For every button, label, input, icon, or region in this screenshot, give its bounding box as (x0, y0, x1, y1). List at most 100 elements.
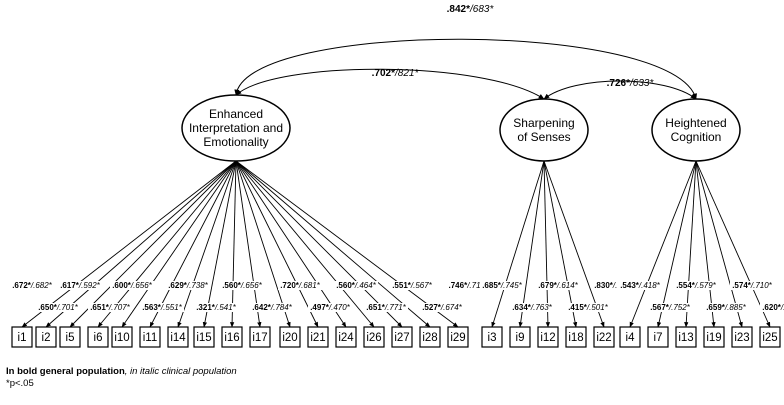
label-background (88, 303, 132, 312)
loading-path (543, 160, 605, 328)
item-rect (35, 326, 57, 348)
loading-label: .650*/.701* (38, 303, 78, 312)
factor-ellipse (651, 98, 741, 162)
item-label: i26 (366, 332, 381, 344)
item-label: i28 (422, 332, 437, 344)
item-rect (11, 326, 33, 348)
label-background (140, 303, 184, 312)
item-label: i19 (706, 332, 721, 344)
item-label: i18 (568, 332, 583, 344)
label-background (480, 281, 524, 290)
item-box: i24 (335, 326, 357, 348)
correlation-arc (543, 80, 697, 100)
loading-path (491, 160, 545, 328)
label-background (420, 303, 464, 312)
item-rect (111, 326, 133, 348)
item-label: i3 (488, 332, 497, 344)
item-box: i7 (647, 326, 669, 348)
item-label: i15 (196, 332, 211, 344)
loading-path (229, 160, 237, 328)
label-background (194, 303, 238, 312)
item-rect (249, 326, 271, 348)
item-box: i4 (619, 326, 641, 348)
item-rect (537, 326, 559, 348)
item-box: i16 (221, 326, 243, 348)
loading-label: .620*/.667* (762, 303, 784, 312)
item-box: i9 (509, 326, 531, 348)
item-rect (139, 326, 161, 348)
loading-label: .617*/.592* (60, 281, 100, 290)
factor-name-line: of Senses (517, 130, 570, 144)
item-box: i2 (35, 326, 57, 348)
item-rect (307, 326, 329, 348)
correlation-label: .702*/821* (372, 68, 420, 79)
item-label: i29 (450, 332, 465, 344)
item-box: i28 (419, 326, 441, 348)
label-background (58, 281, 102, 290)
loading-label: .543*/.418* (620, 281, 660, 290)
loading-label: .551*/.567* (392, 281, 432, 290)
loading-label: .600*/.656* (112, 281, 152, 290)
loading-label: .651*/.771* (366, 303, 406, 312)
item-box: i27 (391, 326, 413, 348)
legend-italic-text: , in italic clinical population (124, 366, 237, 377)
factor-correlations: .842*/683*.702*/821*.726*/633* (234, 4, 697, 100)
correlation-arc (235, 68, 545, 100)
loading-label: .672*/.682* (12, 281, 52, 290)
factor-name-line: Cognition (671, 130, 722, 144)
item-label: i14 (170, 332, 186, 344)
loading-path (656, 160, 697, 328)
correlation-label: .842*/683* (447, 4, 495, 15)
label-background (110, 281, 154, 290)
significance-note: *p<.05 (6, 378, 34, 389)
item-rect (391, 326, 413, 348)
label-background (364, 303, 408, 312)
item-rect (279, 326, 301, 348)
loading-paths (21, 160, 771, 328)
loading-path (695, 160, 716, 328)
item-rect (593, 326, 615, 348)
loading-label: .685*/.745* (482, 281, 522, 290)
label-background (36, 303, 80, 312)
item-box: i29 (447, 326, 469, 348)
label-background (648, 303, 692, 312)
item-box: i20 (279, 326, 301, 348)
item-label: i13 (678, 332, 693, 344)
loading-path (235, 160, 291, 328)
footnote: In bold general population, in italic cl… (6, 366, 237, 390)
loading-label: .560*/.656* (222, 281, 262, 290)
loading-label: .642*/.784* (252, 303, 292, 312)
item-rect (619, 326, 641, 348)
item-label: i24 (338, 332, 354, 344)
label-background (334, 281, 378, 290)
label-background (760, 303, 784, 312)
loading-label: .651*/.707* (90, 303, 130, 312)
item-label: i27 (394, 332, 409, 344)
label-background (618, 281, 662, 290)
factor-ellipse (181, 94, 291, 162)
item-box: i26 (363, 326, 385, 348)
loading-label: .497*/.470* (310, 303, 350, 312)
item-box: i21 (307, 326, 329, 348)
label-background (10, 281, 54, 290)
label-background (566, 303, 610, 312)
factor-ellipse (499, 98, 589, 162)
label-background (278, 281, 322, 290)
item-label: i10 (114, 332, 129, 344)
item-label: i22 (596, 332, 611, 344)
label-background (220, 281, 264, 290)
label-background (674, 281, 718, 290)
loading-path (543, 160, 578, 328)
item-label: i25 (762, 332, 777, 344)
item-box: i13 (675, 326, 697, 348)
item-rect (87, 326, 109, 348)
label-background (390, 281, 434, 290)
item-box: i11 (139, 326, 161, 348)
factor-name-line: Enhanced (209, 107, 263, 121)
loading-label: .415*/.501* (568, 303, 608, 312)
loading-path (518, 160, 545, 328)
loading-label: .634*/.763* (512, 303, 552, 312)
item-box: i25 (759, 326, 781, 348)
